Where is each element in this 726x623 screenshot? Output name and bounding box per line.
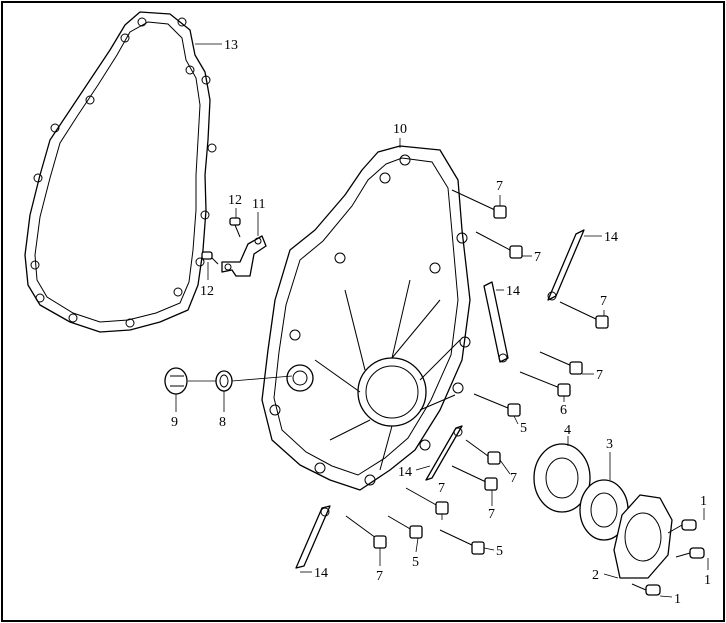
oil-filler-plug bbox=[164, 367, 188, 395]
callout-5: 5 bbox=[520, 421, 527, 436]
callout-1: 1 bbox=[674, 592, 681, 607]
bolt bbox=[387, 515, 423, 539]
clamp bbox=[295, 505, 331, 569]
callout-14: 14 bbox=[398, 465, 412, 480]
screw bbox=[667, 519, 697, 534]
crankcase-cover bbox=[261, 145, 471, 491]
cover-bearing-bore bbox=[357, 357, 427, 427]
callout-8: 8 bbox=[219, 415, 226, 430]
oil-seal bbox=[579, 479, 629, 541]
callout-7: 7 bbox=[534, 250, 541, 265]
clamp bbox=[483, 281, 509, 363]
screw bbox=[675, 547, 705, 559]
cover-bolt-bosses bbox=[269, 154, 471, 486]
callout-10: 10 bbox=[393, 122, 407, 137]
callout-12: 12 bbox=[228, 193, 242, 208]
bolt bbox=[345, 515, 387, 549]
callout-14: 14 bbox=[604, 230, 618, 245]
callout-7: 7 bbox=[600, 294, 607, 309]
callout-14: 14 bbox=[314, 566, 328, 581]
bolt bbox=[451, 189, 507, 219]
bolt bbox=[519, 371, 571, 397]
bolt bbox=[439, 529, 485, 555]
bolt bbox=[475, 231, 523, 259]
retainer-plate bbox=[613, 494, 673, 579]
cover-ribs bbox=[314, 279, 461, 471]
small-screw bbox=[229, 217, 241, 238]
leader-lines bbox=[175, 43, 709, 598]
callout-7: 7 bbox=[496, 179, 503, 194]
callout-14: 14 bbox=[506, 284, 520, 299]
screw bbox=[631, 583, 661, 596]
small-screw bbox=[201, 251, 219, 265]
o-ring bbox=[215, 370, 233, 392]
callout-7: 7 bbox=[376, 569, 383, 584]
bolt bbox=[465, 439, 501, 465]
bolt bbox=[451, 465, 498, 491]
callout-7: 7 bbox=[510, 471, 517, 486]
bolt bbox=[559, 301, 609, 329]
gasket-bolt-holes bbox=[30, 17, 217, 328]
bolt bbox=[539, 351, 583, 375]
callout-12: 12 bbox=[200, 284, 214, 299]
callout-11: 11 bbox=[252, 197, 265, 212]
callout-7: 7 bbox=[438, 481, 445, 496]
bearing bbox=[533, 443, 591, 513]
cover-seal-boss bbox=[286, 364, 314, 392]
gasket bbox=[24, 11, 217, 333]
callout-2: 2 bbox=[592, 568, 599, 583]
bolt bbox=[473, 393, 521, 417]
bracket bbox=[221, 235, 267, 277]
callout-4: 4 bbox=[564, 423, 571, 438]
clamp bbox=[425, 425, 463, 481]
callout-1: 1 bbox=[704, 573, 711, 588]
callout-13: 13 bbox=[224, 38, 238, 53]
callout-9: 9 bbox=[171, 415, 178, 430]
callout-7: 7 bbox=[488, 507, 495, 522]
callout-5: 5 bbox=[496, 544, 503, 559]
callout-1: 1 bbox=[700, 494, 707, 509]
clamp bbox=[547, 229, 585, 301]
callout-5: 5 bbox=[412, 555, 419, 570]
callout-7: 7 bbox=[596, 368, 603, 383]
callout-3: 3 bbox=[606, 437, 613, 452]
callout-6: 6 bbox=[560, 403, 567, 418]
bolt bbox=[405, 487, 449, 515]
